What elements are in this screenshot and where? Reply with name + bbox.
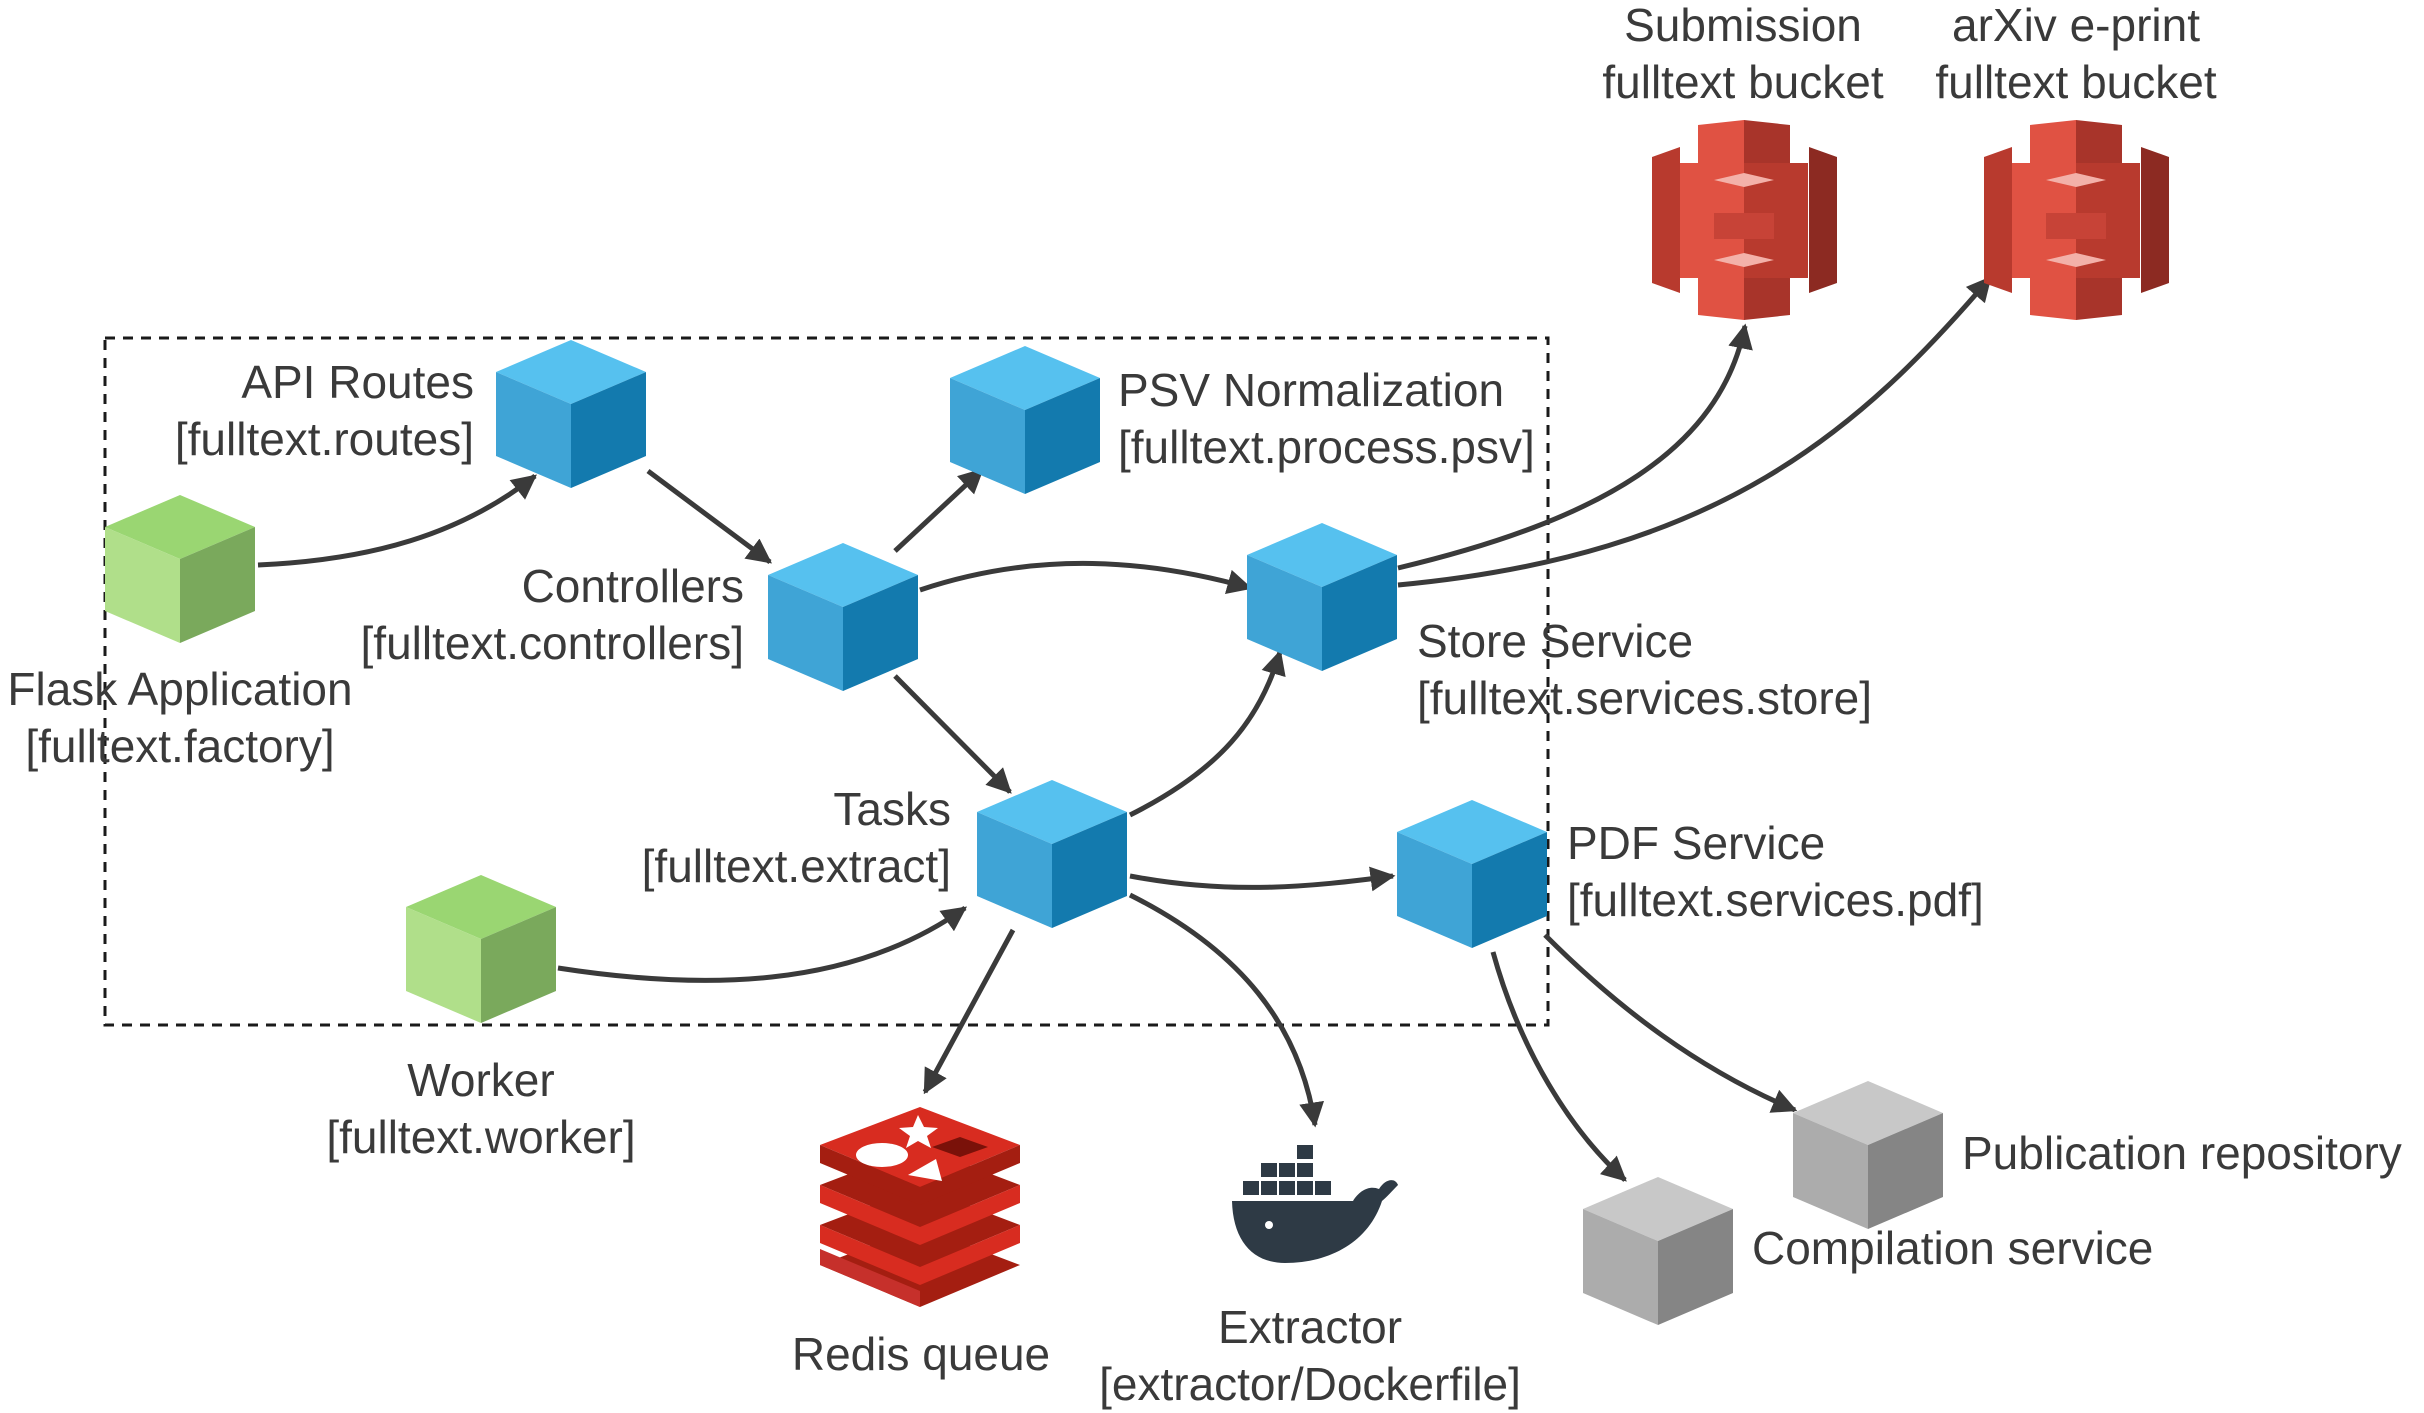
s3-bucket-icon xyxy=(1652,120,1837,320)
arrow-routes-to-controllers xyxy=(646,468,773,565)
label-api-routes: API Routes[fulltext.routes] xyxy=(174,356,474,465)
arrow-tasks-to-redis xyxy=(922,928,1016,1095)
connections xyxy=(257,276,1992,1182)
label-publication-repository: Publication repository xyxy=(1962,1127,2402,1179)
arrow-store-to-arxiv xyxy=(1397,276,1992,588)
cube-tasks xyxy=(977,780,1127,928)
cube-pdf-service xyxy=(1397,800,1547,948)
arrow-tasks-to-extractor xyxy=(1128,892,1325,1128)
arrow-worker-to-tasks xyxy=(557,905,968,983)
redis-logo-icon xyxy=(820,1107,1020,1307)
arrow-pdf-to-publication xyxy=(1543,933,1798,1113)
cube-flask-application xyxy=(105,495,255,643)
label-compilation-service: Compilation service xyxy=(1752,1222,2154,1274)
arrow-store-to-submission xyxy=(1397,323,1753,571)
label-flask-application: Flask Application[fulltext.factory] xyxy=(7,663,353,772)
cube-api-routes xyxy=(496,340,646,488)
cube-worker xyxy=(406,875,556,1023)
label-tasks: Tasks[fulltext.extract] xyxy=(641,783,951,892)
cube-controllers xyxy=(768,543,918,691)
arrow-tasks-to-pdf xyxy=(1129,866,1396,892)
label-extractor: Extractor[extractor/Dockerfile] xyxy=(1099,1301,1521,1410)
arrow-controllers-to-psv xyxy=(893,468,984,553)
label-controllers: Controllers[fulltext.controllers] xyxy=(360,560,744,669)
cube-compilation-service xyxy=(1583,1177,1733,1325)
arrow-controllers-to-tasks xyxy=(893,674,1012,794)
cube-publication-repository xyxy=(1793,1081,1943,1229)
label-redis-queue: Redis queue xyxy=(791,1328,1051,1380)
label-pdf-service: PDF Service[fulltext.services.pdf] xyxy=(1567,817,1984,926)
cube-psv-normalization xyxy=(950,346,1100,494)
label-worker: Worker[fulltext.worker] xyxy=(326,1054,636,1163)
arrow-tasks-to-store xyxy=(1128,649,1286,818)
arrow-flask-to-routes xyxy=(257,474,537,568)
cube-store-service xyxy=(1247,523,1397,671)
label-psv-normalization: PSV Normalization[fulltext.process.psv] xyxy=(1118,364,1535,473)
label-store-service: Store Service[fulltext.services.store] xyxy=(1417,615,1873,724)
s3-bucket-icon xyxy=(1984,120,2169,320)
docker-whale-icon xyxy=(1232,1145,1398,1263)
arrow-controllers-to-store xyxy=(919,560,1253,594)
service-boundary xyxy=(103,336,1550,1027)
arrow-pdf-to-compilation xyxy=(1490,951,1627,1182)
